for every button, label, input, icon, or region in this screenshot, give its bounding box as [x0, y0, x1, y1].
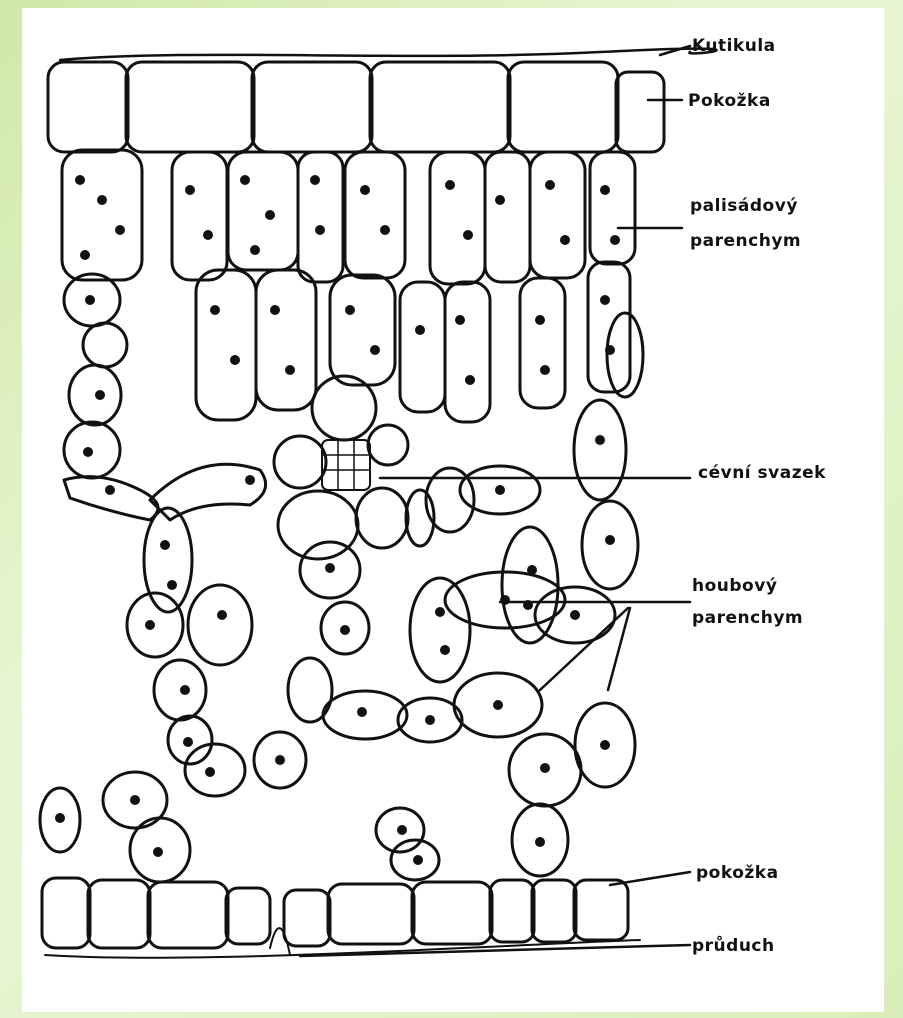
spongy-cells: [40, 313, 643, 882]
label-palisade-line2: parenchym: [690, 230, 801, 252]
leader-lines: [300, 46, 690, 956]
label-spongy-line2: parenchym: [692, 607, 803, 629]
label-upper-epidermis: Pokožka: [688, 90, 771, 112]
label-spongy-line1: houbový: [692, 575, 777, 597]
palisade-cells: [62, 150, 635, 422]
label-cuticle: Kutikula: [692, 35, 776, 57]
cuticle-line: [60, 49, 717, 60]
label-vascular-bundle: cévní svazek: [698, 462, 826, 484]
label-lower-epidermis: pokožka: [696, 862, 779, 884]
upper-epidermis: [48, 62, 664, 152]
label-palisade-line1: palisádový: [690, 195, 798, 217]
lower-epidermis: [42, 878, 628, 948]
left-cell-chain: [64, 274, 158, 520]
label-stoma: průduch: [692, 935, 775, 957]
